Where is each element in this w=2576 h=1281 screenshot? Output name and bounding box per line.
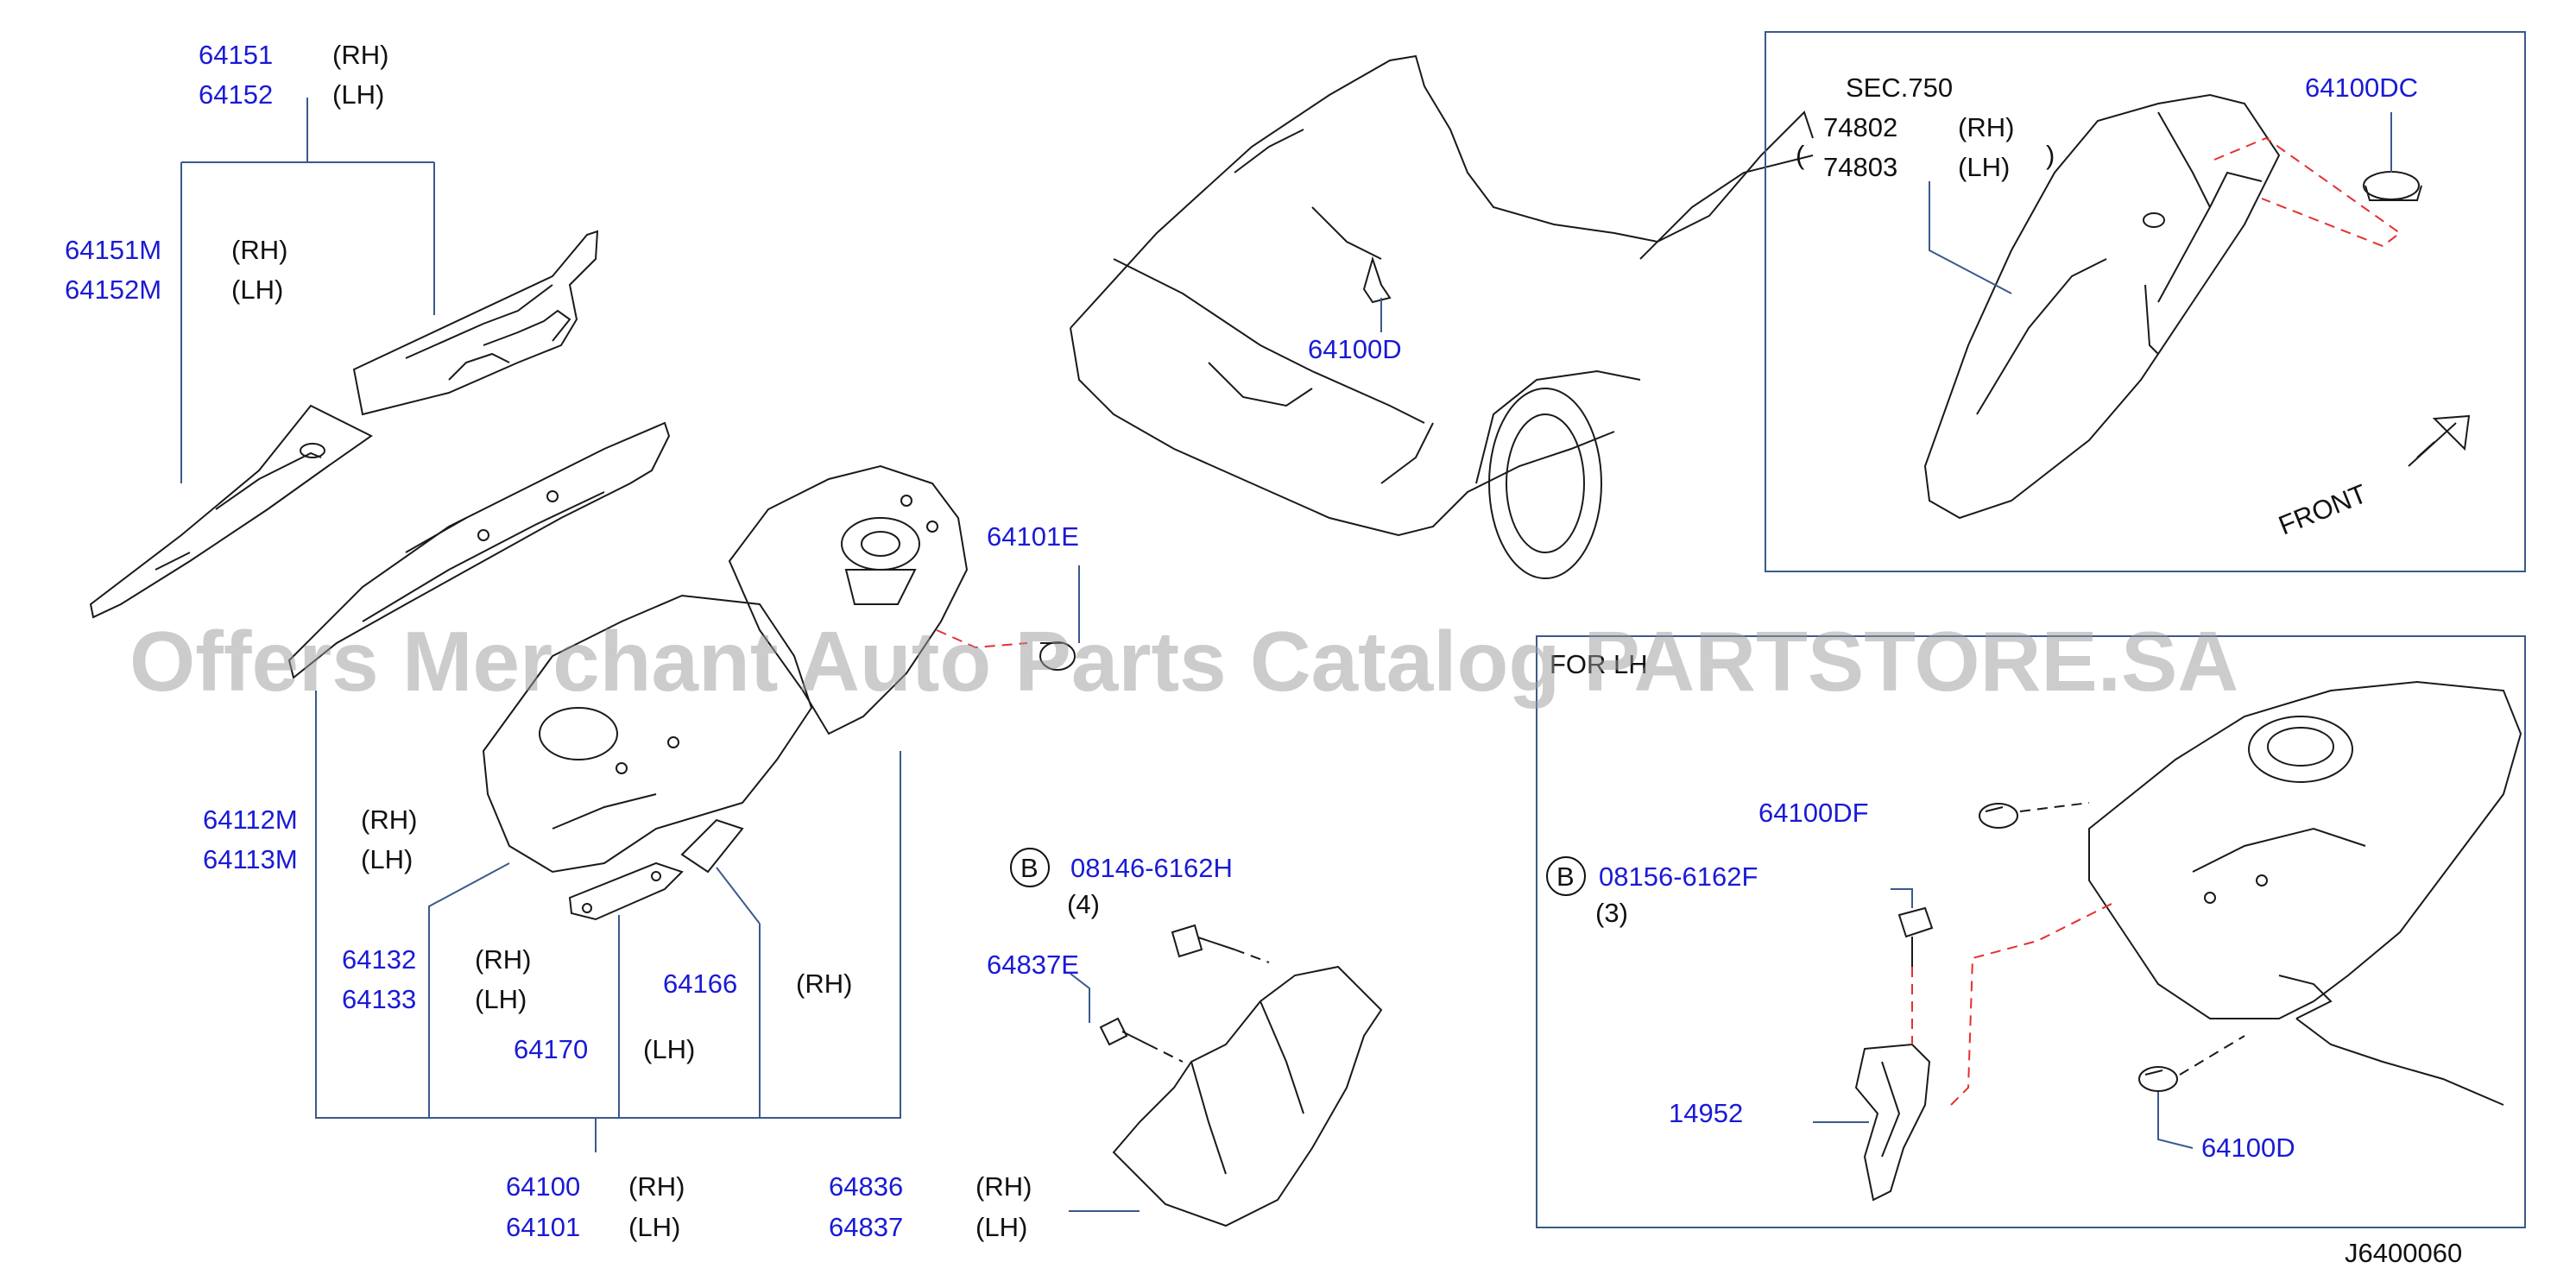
side-64132: (RH) <box>475 944 531 975</box>
bracket-64170-drawing <box>568 861 684 921</box>
part-number-64100DF[interactable]: 64100DF <box>1758 798 1869 828</box>
front-label: FRONT <box>2275 478 2371 540</box>
part-number-64152[interactable]: 64152 <box>199 79 273 110</box>
bolt-marker-b-circle <box>1010 848 1050 887</box>
side-member-drawing <box>1923 93 2281 520</box>
detail-box-bottom <box>1536 635 2526 1228</box>
side-64113M: (LH) <box>361 844 413 874</box>
part-number-08146-6162H[interactable]: 08146-6162H <box>1070 853 1233 883</box>
leader-74802 <box>1929 181 2012 294</box>
qty-08146-6162H: (4) <box>1067 889 1100 919</box>
part-number-64151M[interactable]: 64151M <box>65 235 161 265</box>
part-number-64166[interactable]: 64166 <box>663 969 737 999</box>
cowl-top-panel-drawing <box>352 230 599 416</box>
side-64152: (LH) <box>332 79 384 110</box>
watermark: Offers Merchant Auto Parts Catalog PARTS… <box>129 614 2238 709</box>
paren-right: ) <box>2046 140 2055 170</box>
part-number-74803[interactable]: 74803 <box>1823 152 1897 182</box>
part-number-14952[interactable]: 14952 <box>1669 1098 1743 1128</box>
splash-guard-drawing <box>1112 965 1383 1227</box>
leader-lines <box>180 98 1140 1212</box>
side-64166: (RH) <box>796 969 852 999</box>
part-number-64101[interactable]: 64101 <box>506 1212 580 1242</box>
harness-bracket-14952-drawing <box>1813 1043 1931 1202</box>
car-front-view-drawing <box>1070 54 1814 579</box>
detail-box-top <box>1765 31 2526 572</box>
clip-64837E-drawing <box>1099 1017 1184 1063</box>
part-number-64151[interactable]: 64151 <box>199 40 273 70</box>
front-arrow <box>2408 414 2471 467</box>
part-number-64113M[interactable]: 64113M <box>203 844 298 874</box>
side-64836: (RH) <box>975 1171 1032 1202</box>
paren-left: ( <box>1796 140 1805 170</box>
bolt-marker-b2: B <box>1556 861 1575 892</box>
drawing-id: J6400060 <box>2345 1238 2462 1268</box>
side-64151M: (RH) <box>231 235 287 265</box>
part-number-64170[interactable]: 64170 <box>514 1034 588 1064</box>
part-number-64101E[interactable]: 64101E <box>987 521 1079 552</box>
part-number-64100D-top[interactable]: 64100D <box>1308 334 1402 364</box>
side-74802: (RH) <box>1958 112 2014 142</box>
part-number-64837E[interactable]: 64837E <box>987 950 1079 980</box>
side-64133: (LH) <box>475 984 527 1014</box>
side-74803: (LH) <box>1958 152 2010 182</box>
cowl-lower-panel-drawing <box>89 404 373 619</box>
plug-64100DC-drawing <box>2213 112 2422 248</box>
side-64151: (RH) <box>332 40 388 70</box>
part-number-64112M[interactable]: 64112M <box>203 805 298 835</box>
clip-64101E-drawing <box>936 629 1076 671</box>
part-number-64837[interactable]: 64837 <box>829 1212 903 1242</box>
part-number-64100[interactable]: 64100 <box>506 1171 580 1202</box>
side-64170: (LH) <box>643 1034 695 1064</box>
part-number-64132[interactable]: 64132 <box>342 944 416 975</box>
part-number-64836[interactable]: 64836 <box>829 1171 903 1202</box>
side-64112M: (RH) <box>361 805 417 835</box>
plug-64100DF-drawing <box>1979 802 2090 829</box>
lh-apron-drawing <box>2088 680 2522 1106</box>
part-number-64100D[interactable]: 64100D <box>2201 1133 2295 1163</box>
strut-housing-drawing <box>482 464 969 874</box>
section-ref: SEC.750 <box>1846 73 1953 103</box>
bracket-64166-drawing <box>680 818 744 874</box>
hood-ledge-drawing <box>287 421 671 679</box>
bolt-08156-drawing <box>1891 888 2116 1106</box>
part-number-64133[interactable]: 64133 <box>342 984 416 1014</box>
side-64152M: (LH) <box>231 274 283 305</box>
bolt-marker-b2-circle <box>1546 856 1586 896</box>
part-number-64100DC[interactable]: 64100DC <box>2305 73 2418 103</box>
qty-08156-6162F: (3) <box>1595 898 1628 928</box>
side-64100: (RH) <box>628 1171 685 1202</box>
bolt-marker-b: B <box>1020 853 1039 883</box>
bolt-08146-drawing <box>1171 924 1270 963</box>
detail-title: FOR LH <box>1550 649 1648 679</box>
side-64837: (LH) <box>975 1212 1027 1242</box>
part-number-64152M[interactable]: 64152M <box>65 274 161 305</box>
part-number-74802[interactable]: 74802 <box>1823 112 1897 142</box>
part-number-08156-6162F[interactable]: 08156-6162F <box>1599 861 1758 892</box>
side-64101: (LH) <box>628 1212 680 1242</box>
plug-64100D-drawing <box>2138 1035 2245 1149</box>
